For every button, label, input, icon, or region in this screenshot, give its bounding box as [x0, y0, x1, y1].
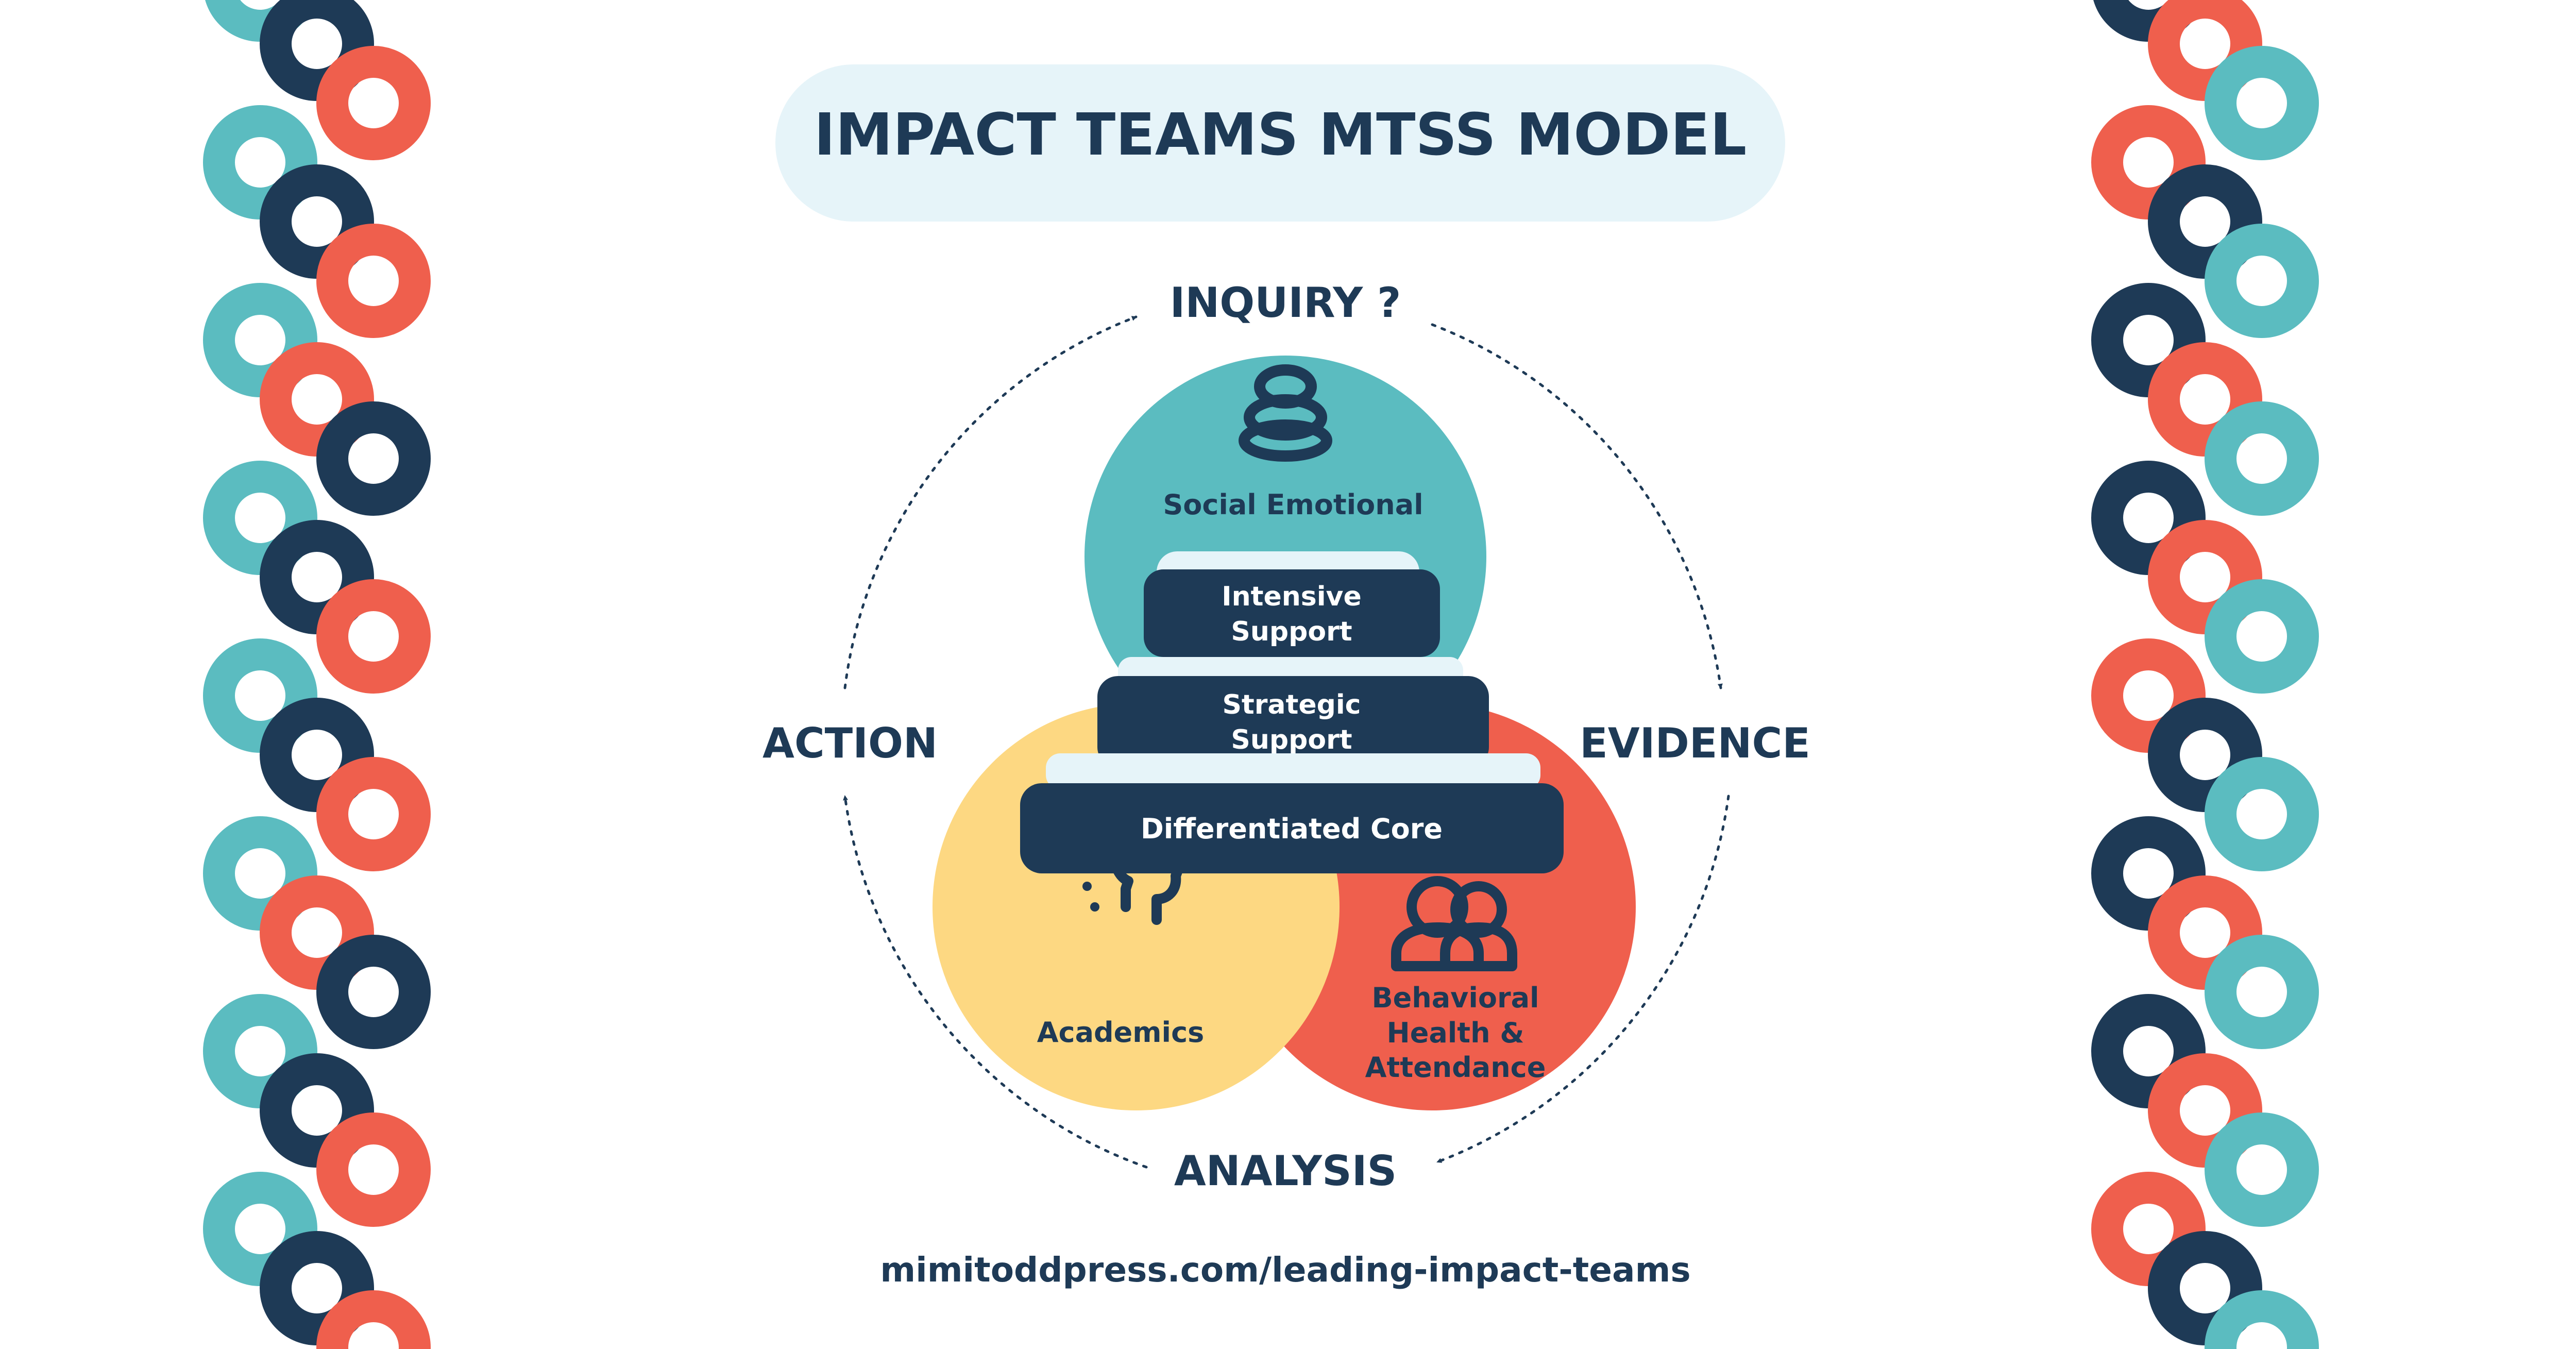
chain-ring [260, 164, 374, 279]
chain-ring [203, 283, 317, 397]
cycle-label-evidence: EVIDENCE [1580, 719, 1810, 767]
chain-ring [2205, 401, 2319, 516]
label-academics: Academics [1037, 1016, 1204, 1049]
chain-ring [205, 0, 315, 42]
chain-ring [316, 224, 431, 338]
people-icon [1391, 876, 1517, 971]
chain-ring [203, 461, 317, 575]
chain-ring [203, 1172, 317, 1286]
chain-ring [260, 0, 374, 101]
chain-ring [260, 520, 374, 634]
chain-ring [316, 579, 431, 694]
chain-ring [2205, 224, 2319, 338]
chain-ring [2205, 1290, 2319, 1349]
tier-intensive-line2: Support [1231, 616, 1352, 647]
cycle-labels: INQUIRY ? EVIDENCE ANALYSIS ACTION [762, 279, 1810, 1195]
stones-icon [1239, 364, 1332, 462]
chain-ring [2205, 935, 2319, 1049]
chain-ring [2205, 46, 2319, 160]
chain-ring [2091, 461, 2206, 575]
tier-core-label: Differentiated Core [1141, 813, 1443, 845]
chain-ring [260, 698, 374, 812]
chain-ring [2091, 283, 2206, 397]
tier-core-shadow [1046, 753, 1540, 789]
label-social-emotional: Social Emotional [1163, 488, 1423, 521]
circle-labels: Social Emotional Academics Behavioral He… [1037, 488, 1546, 1084]
tier-stack: Intensive Support Strategic Support Diff… [1020, 551, 1564, 873]
cycle-label-inquiry: INQUIRY ? [1170, 279, 1401, 327]
chain-ring [260, 342, 374, 457]
arrow-evidence-to-analysis [1436, 795, 1730, 1163]
chain-ring [2148, 1231, 2262, 1345]
title-pill [775, 64, 1785, 222]
tier-core [1020, 783, 1564, 873]
footer-url: mimitoddpress.com/leading-impact-teams [880, 1250, 1690, 1290]
chain-ring [2205, 1112, 2319, 1227]
tier-strategic [1097, 676, 1489, 768]
chain-ring [316, 401, 431, 516]
chain-ring [316, 935, 431, 1049]
chain-ring [203, 994, 317, 1108]
chain-ring [2091, 105, 2206, 220]
chain-ring [260, 1231, 374, 1345]
chain-ring [2148, 1053, 2262, 1168]
chain-ring [2148, 164, 2262, 279]
chain-ring [2091, 638, 2206, 753]
chain-ring [2148, 520, 2262, 634]
chain-ring [2205, 579, 2319, 694]
chain-ring [2091, 1172, 2206, 1286]
tier-intensive [1144, 569, 1440, 657]
chain-ring [316, 757, 431, 871]
tier-strategic-line2: Support [1231, 724, 1352, 755]
tier-intensive-line1: Intensive [1222, 581, 1361, 612]
chain-ring [2093, 0, 2204, 42]
chain-ring [203, 816, 317, 931]
arrow-analysis-to-action [843, 795, 1148, 1169]
chain-ring [2148, 698, 2262, 812]
arrow-action-to-inquiry [843, 315, 1138, 689]
chain-ring [203, 105, 317, 220]
cycle-label-analysis: ANALYSIS [1174, 1147, 1397, 1195]
chain-ring [2091, 994, 2206, 1108]
page-title: IMPACT TEAMS MTSS MODEL [814, 102, 1747, 168]
label-behavioral-line2: Health & [1387, 1017, 1524, 1049]
chain-ring [316, 46, 431, 160]
chain-ring [260, 1053, 374, 1168]
chain-ring [2148, 875, 2262, 990]
chain-ring [203, 638, 317, 753]
chain-ring [2091, 816, 2206, 931]
chain-ring [316, 1290, 431, 1349]
chain-ring [2148, 342, 2262, 457]
chain-ring [2148, 0, 2262, 101]
arrow-inquiry-to-evidence [1431, 323, 1723, 689]
cycle-arrows [843, 315, 1730, 1169]
title-banner: IMPACT TEAMS MTSS MODEL [775, 64, 1785, 222]
chain-ring [260, 875, 374, 990]
label-behavioral-line1: Behavioral [1371, 982, 1539, 1014]
cycle-label-action: ACTION [762, 719, 938, 767]
chain-ring [316, 1112, 431, 1227]
chain-border-right [2091, 0, 2319, 1349]
label-behavioral-line3: Attendance [1365, 1051, 1546, 1084]
chain-border-left [203, 0, 431, 1349]
chain-ring [2205, 757, 2319, 871]
tier-strategic-line1: Strategic [1222, 689, 1361, 720]
